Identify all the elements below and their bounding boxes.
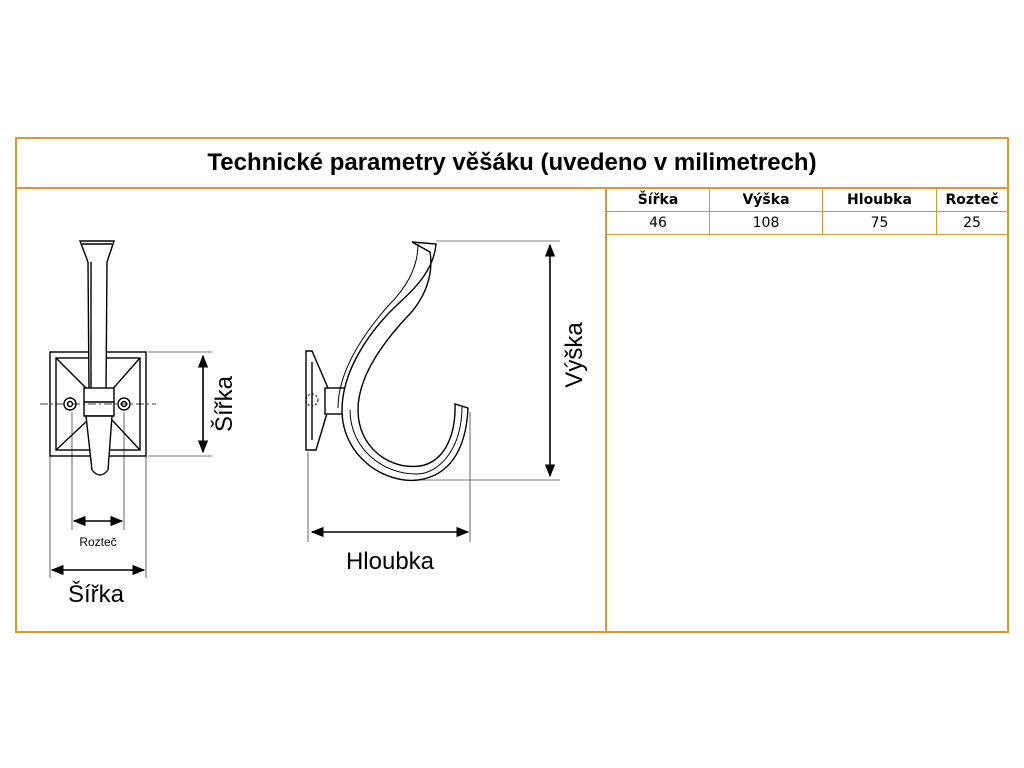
spec-table: Šířka Výška Hloubka Rozteč 46 108 75 25: [607, 189, 1007, 235]
spec-table-row: 46 108 75 25: [607, 211, 1007, 235]
value-width: 46: [607, 211, 710, 235]
technical-drawing-area: [17, 189, 607, 631]
value-height: 108: [709, 211, 823, 235]
header-pitch: Rozteč: [936, 189, 1007, 212]
value-pitch: 25: [936, 211, 1007, 235]
spec-frame: Technické parametry věšáku (uvedeno v mi…: [15, 137, 1009, 633]
spec-table-header-row: Šířka Výška Hloubka Rozteč: [607, 189, 1007, 212]
header-depth: Hloubka: [822, 189, 937, 212]
header-width: Šířka: [607, 189, 710, 212]
page-title: Technické parametry věšáku (uvedeno v mi…: [17, 139, 1007, 189]
value-depth: 75: [822, 211, 937, 235]
header-height: Výška: [709, 189, 823, 212]
